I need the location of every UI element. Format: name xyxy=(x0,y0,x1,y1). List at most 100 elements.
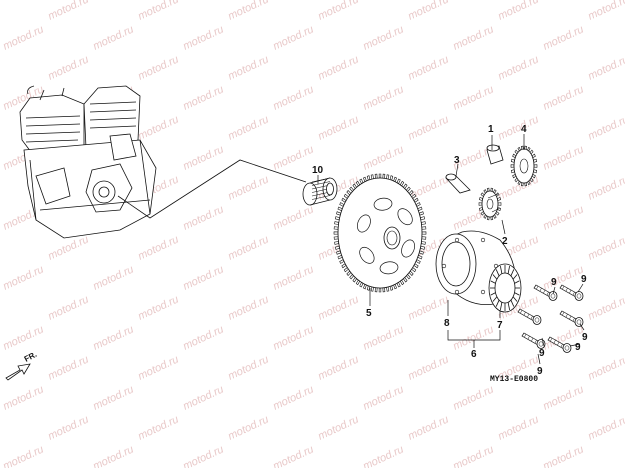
watermark-text: motod.ru xyxy=(316,53,360,82)
bolt-thread xyxy=(560,343,563,348)
bolt-thread xyxy=(565,313,568,318)
watermark-text: motod.ru xyxy=(496,0,540,23)
gear-tooth xyxy=(378,287,382,293)
watermark-text: motod.ru xyxy=(46,413,90,442)
watermark-text: motod.ru xyxy=(226,0,270,23)
watermark-text: motod.ru xyxy=(1,443,45,468)
watermark-text: motod.ru xyxy=(91,23,135,52)
bolt-thread xyxy=(531,337,534,342)
callout-1: 1 xyxy=(488,124,494,135)
watermark-text: motod.ru xyxy=(226,173,270,202)
callout-9: 9 xyxy=(582,332,588,343)
callout-4: 4 xyxy=(521,124,527,135)
watermark-text: motod.ru xyxy=(361,443,405,468)
watermark-text: motod.ru xyxy=(586,113,625,142)
front-arrow-icon xyxy=(5,363,31,381)
watermark-text: motod.ru xyxy=(91,323,135,352)
watermark-text: motod.ru xyxy=(451,23,495,52)
front-label: FR. xyxy=(23,350,39,364)
bolt-thread xyxy=(520,309,523,314)
gear-tooth xyxy=(333,231,339,235)
watermark-text: motod.ru xyxy=(361,83,405,112)
watermark-text: motod.ru xyxy=(271,203,315,232)
gear-tooth xyxy=(333,226,339,230)
watermark-text: motod.ru xyxy=(0,53,1,82)
sprag xyxy=(510,299,515,307)
watermark-text: motod.ru xyxy=(406,0,450,23)
watermark-text: motod.ru xyxy=(361,23,405,52)
watermark-text: motod.ru xyxy=(46,0,90,23)
watermark-text: motod.ru xyxy=(451,443,495,468)
watermark-text: motod.ru xyxy=(46,233,90,262)
sprag xyxy=(514,292,520,296)
gear-tooth xyxy=(421,236,427,240)
sprag xyxy=(490,280,496,284)
watermark-text: motod.ru xyxy=(496,113,540,142)
needle-bearing-part-10 xyxy=(302,177,338,206)
callout-9: 9 xyxy=(581,274,587,285)
watermark-text: motod.ru xyxy=(271,323,315,352)
sprag xyxy=(495,269,500,277)
bolt-hole xyxy=(480,289,486,295)
bolt-thread xyxy=(557,341,560,346)
one-way-clutch-part-7 xyxy=(488,263,522,313)
lightening-hole xyxy=(401,239,415,258)
watermark-text: motod.ru xyxy=(91,443,135,468)
bearing-roller xyxy=(311,181,331,186)
gear-tooth xyxy=(421,226,427,230)
watermark-text: motod.ru xyxy=(226,293,270,322)
bolt xyxy=(547,336,572,353)
watermark-text: motod.ru xyxy=(1,23,45,52)
watermark-text: motod.ru xyxy=(181,83,225,112)
watermark-text: motod.ru xyxy=(451,383,495,412)
watermark-text: motod.ru xyxy=(136,0,180,23)
sprag xyxy=(507,266,510,274)
bearing-roller xyxy=(311,177,331,183)
bolt-thread xyxy=(569,289,572,294)
watermark-text: motod.ru xyxy=(136,353,180,382)
bolt-head-socket xyxy=(550,293,556,299)
bolt-thread xyxy=(527,335,530,340)
starter-driven-gear-part-5 xyxy=(333,173,427,293)
callout-6: 6 xyxy=(471,349,477,360)
gear-tooth xyxy=(497,202,502,206)
watermark-text: motod.ru xyxy=(586,233,625,262)
watermark-text: motod.ru xyxy=(541,383,585,412)
bolt-hole xyxy=(454,237,460,243)
watermark-text: motod.ru xyxy=(136,413,180,442)
watermark-text: motod.ru xyxy=(586,413,625,442)
watermark-text: motod.ru xyxy=(0,0,1,23)
sprag xyxy=(492,274,498,280)
watermark-text: motod.ru xyxy=(361,143,405,172)
bolt xyxy=(559,284,584,301)
gear-tooth xyxy=(378,173,382,179)
bolt xyxy=(521,332,546,349)
watermark-text: motod.ru xyxy=(361,323,405,352)
watermark-text: motod.ru xyxy=(181,323,225,352)
gear-tooth xyxy=(374,173,378,179)
sprag xyxy=(495,299,500,307)
watermark-text: motod.ru xyxy=(496,413,540,442)
watermark-text: motod.ru xyxy=(181,263,225,292)
bolt xyxy=(533,284,558,301)
bolt-thread xyxy=(553,339,556,344)
bolt-thread xyxy=(536,285,539,290)
watermark-text: motod.ru xyxy=(541,83,585,112)
leader-lines xyxy=(317,134,585,365)
watermark-text: motod.ru xyxy=(136,113,180,142)
watermark-text: motod.ru xyxy=(271,443,315,468)
watermark-text: motod.ru xyxy=(1,323,45,352)
reduction-gear-part-2 xyxy=(478,187,502,221)
watermark-text: motod.ru xyxy=(361,383,405,412)
bolt-thread xyxy=(543,289,546,294)
sprag xyxy=(507,302,510,310)
callout-9: 9 xyxy=(575,342,581,353)
watermark-text: motod.ru xyxy=(406,353,450,382)
shaft-part-3 xyxy=(445,173,471,194)
bolt-thread xyxy=(524,333,527,338)
gear-tooth xyxy=(421,231,427,235)
bolt-thread xyxy=(569,315,572,320)
lightening-hole xyxy=(359,246,375,264)
watermark-text: motod.ru xyxy=(1,383,45,412)
